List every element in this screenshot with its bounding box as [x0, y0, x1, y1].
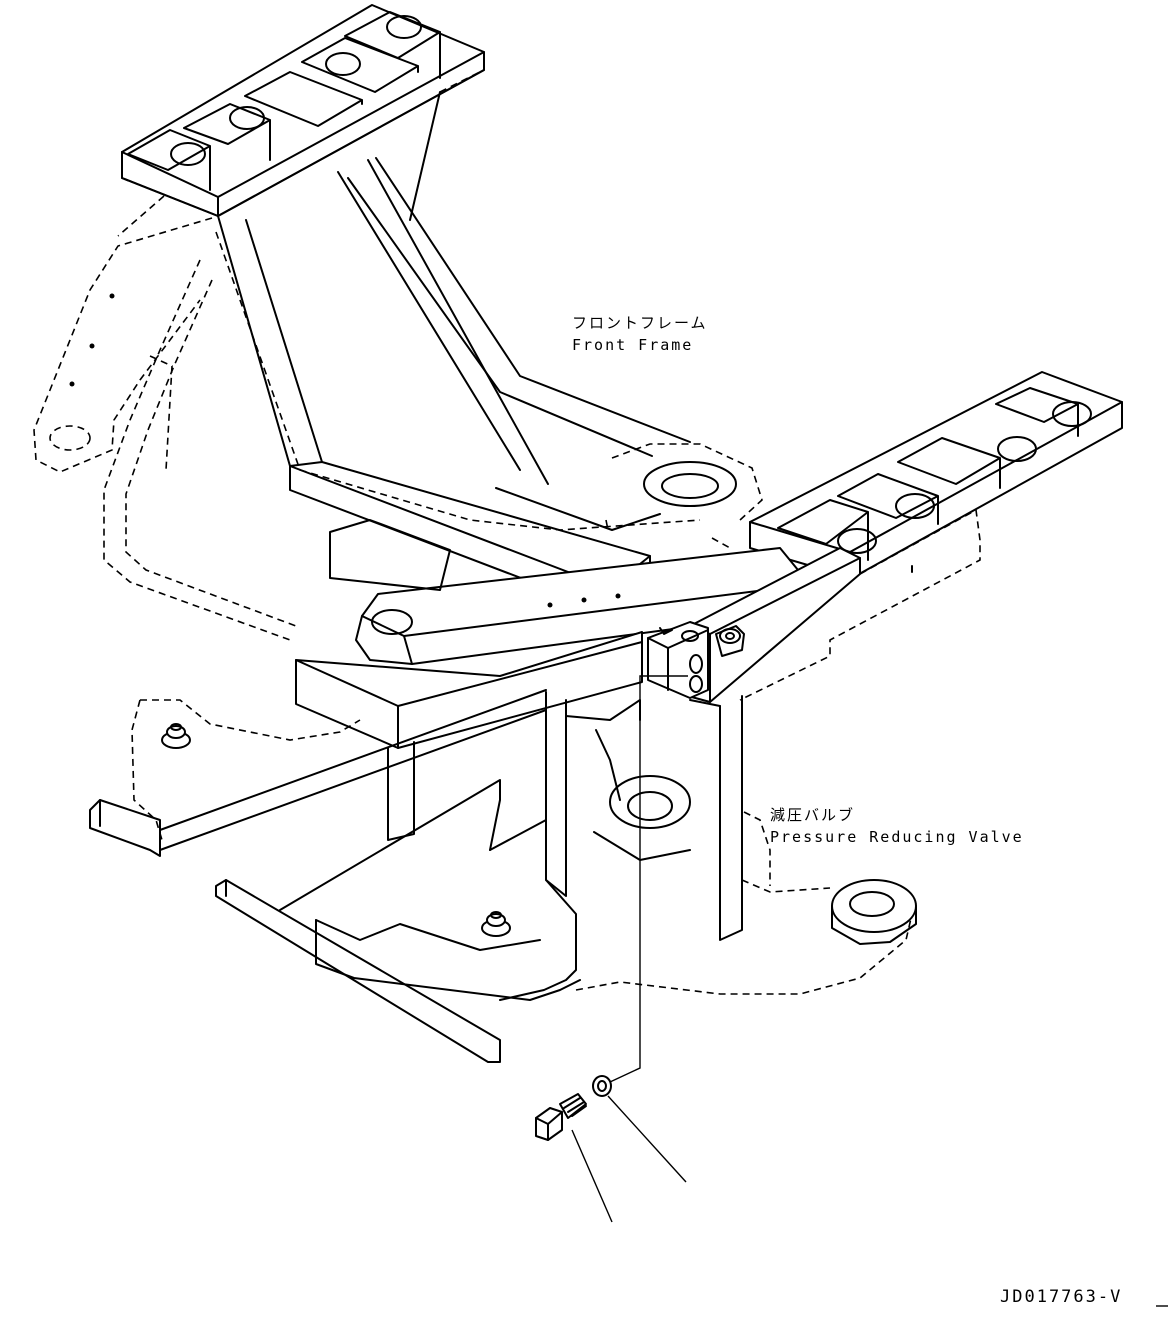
right-side-tube — [215, 231, 763, 549]
valve-label-en: Pressure Reducing Valve — [770, 828, 1024, 846]
mounting-stud-right — [481, 911, 511, 937]
valve-leader-line — [609, 675, 688, 1083]
pressure-reducing-valve[interactable] — [647, 621, 745, 699]
front-frame-label-jp: フロントフレーム — [572, 314, 708, 332]
washer-callout-line — [607, 1095, 687, 1183]
right-mounting-pad — [749, 371, 1123, 579]
left-mounting-pad — [121, 4, 485, 217]
drawing-number: JD017763-V — [1000, 1287, 1123, 1307]
center-body — [295, 519, 691, 897]
lower-frame — [89, 689, 917, 1063]
mounting-stud-left — [161, 723, 191, 749]
valve-label-jp: 減圧バルブ — [770, 806, 856, 824]
front-frame-label-en: Front Frame — [572, 336, 694, 354]
left-side-arm — [33, 195, 297, 641]
bolt-callout-line — [571, 1129, 613, 1223]
washer[interactable] — [592, 1075, 612, 1097]
steering-link — [355, 547, 799, 665]
bolt[interactable] — [535, 1093, 587, 1141]
